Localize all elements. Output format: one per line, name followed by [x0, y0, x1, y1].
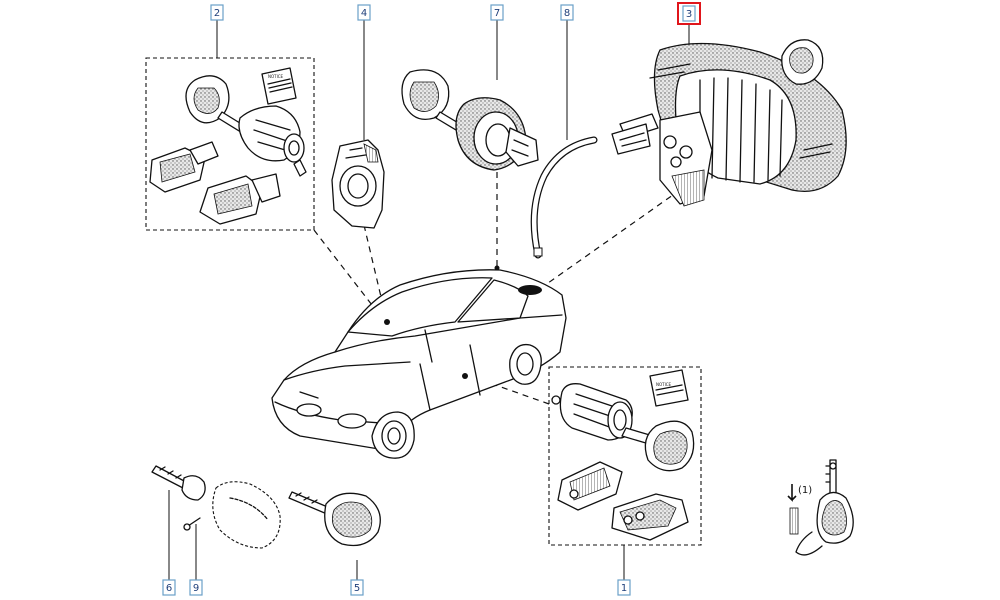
callout-label: 2 [214, 8, 220, 19]
ignition-lock-kit: NOTICE [149, 67, 307, 225]
callout-label: 8 [564, 8, 570, 19]
callout-label: 3 [686, 9, 692, 20]
callout-label: 4 [361, 8, 367, 19]
callout-4[interactable]: 4 [357, 4, 371, 21]
door-kit-booklet-label: NOTICE [656, 382, 672, 387]
group-box-ignition-kit [145, 57, 315, 231]
callout-label: 1 [621, 583, 627, 594]
blank-key [151, 465, 206, 501]
callout-1[interactable]: 1 [617, 579, 631, 596]
door-lock-kit: NOTICE [551, 369, 695, 541]
boot-lock-assembly [611, 39, 847, 207]
callout-label: 6 [166, 583, 172, 594]
callout-3-highlighted[interactable]: 3 [677, 2, 701, 25]
remote-housing [183, 481, 281, 549]
callout-leaders [168, 20, 690, 580]
callout-label: 9 [193, 583, 199, 594]
callout-2[interactable]: 2 [210, 4, 224, 21]
footnote-key-illustration: (1) [787, 459, 854, 556]
ignition-switch [401, 69, 539, 171]
footnote-label: (1) [798, 485, 812, 496]
lock-bracket [331, 139, 385, 229]
callout-7[interactable]: 7 [490, 4, 504, 21]
car-illustration [271, 265, 567, 459]
callout-9[interactable]: 9 [189, 579, 203, 596]
group-box-door-lock-kit [548, 366, 702, 546]
release-cable [530, 136, 598, 259]
callout-5[interactable]: 5 [350, 579, 364, 596]
callout-8[interactable]: 8 [560, 4, 574, 21]
booklet-label: NOTICE [268, 74, 284, 79]
callout-label: 7 [494, 8, 500, 19]
remote-key [288, 491, 381, 547]
callout-6[interactable]: 6 [162, 579, 176, 596]
callout-label: 5 [354, 583, 360, 594]
